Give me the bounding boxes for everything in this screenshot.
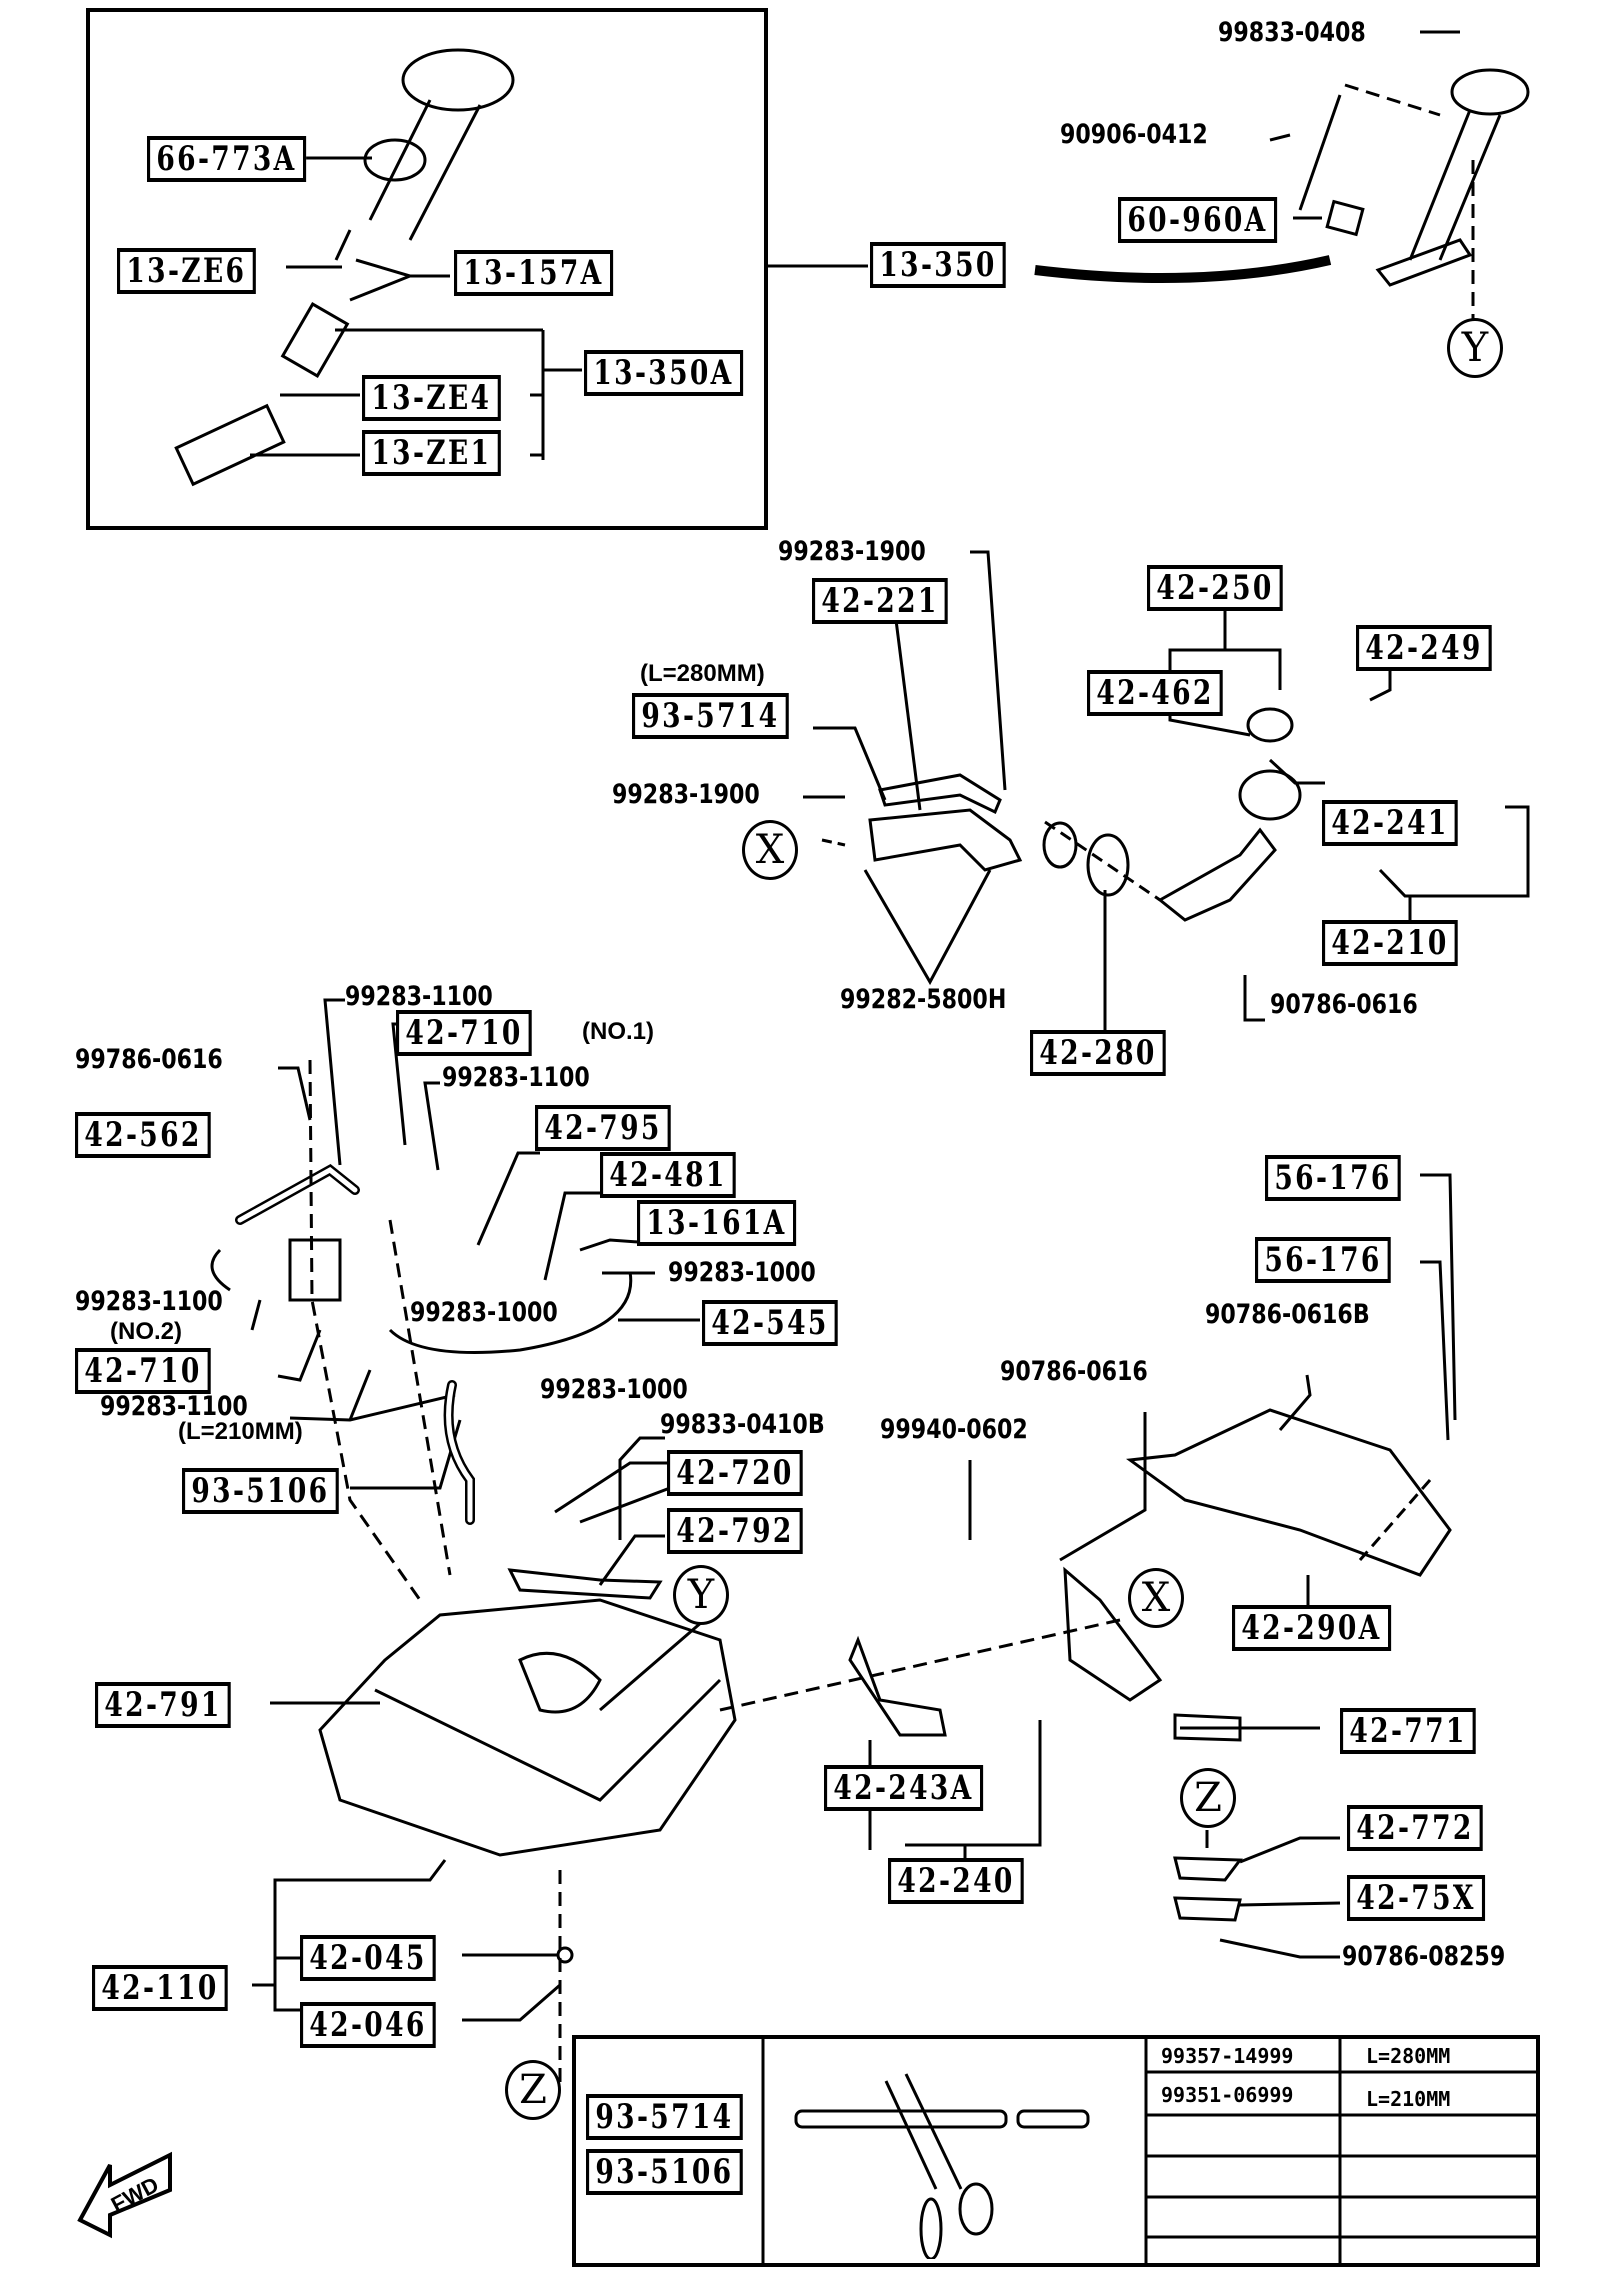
table-row-1-length: L=280MM	[1366, 2044, 1451, 2068]
marker-x-circle-bracket: X	[1128, 1568, 1184, 1628]
part-box-42-221[interactable]: 42-221	[812, 578, 949, 624]
part-box-93-5714[interactable]: 93-5714	[632, 693, 789, 739]
part-box-13-ZE4[interactable]: 13-ZE4	[362, 375, 501, 421]
marker-y-circle-tank: Y	[673, 1565, 729, 1625]
table-row-1-part: 99357-14999	[1161, 2044, 1294, 2068]
table-row-2-length: L=210MM	[1366, 2087, 1451, 2111]
part-box-42-710-no1[interactable]: 42-710	[396, 1010, 533, 1056]
part-label-99283-1000-c[interactable]: 99283-1000	[540, 1374, 688, 1405]
part-box-13-350[interactable]: 13-350	[870, 242, 1007, 288]
part-box-60-960A[interactable]: 60-960A	[1118, 197, 1277, 243]
part-label-99786-0616[interactable]: 99786-0616	[75, 1044, 223, 1075]
part-label-99282-5800H[interactable]: 99282-5800H	[840, 984, 1007, 1015]
part-box-42-280[interactable]: 42-280	[1030, 1030, 1167, 1076]
part-box-13-ZE1[interactable]: 13-ZE1	[362, 430, 501, 476]
part-box-42-462[interactable]: 42-462	[1087, 670, 1224, 716]
marker-z-circle-tank: Z	[505, 2060, 561, 2120]
note-length-210: (L=210MM)	[178, 1418, 303, 1445]
part-box-13-350A[interactable]: 13-350A	[584, 350, 743, 396]
part-box-42-045[interactable]: 42-045	[300, 1935, 437, 1981]
part-box-42-210[interactable]: 42-210	[1322, 920, 1459, 966]
fwd-arrow-icon	[77, 2151, 172, 2239]
marker-x-circle: X	[742, 820, 798, 880]
marker-y-circle: Y	[1447, 318, 1503, 378]
part-box-42-772[interactable]: 42-772	[1347, 1805, 1484, 1851]
part-box-42-110[interactable]: 42-110	[92, 1965, 229, 2011]
part-box-56-176-b[interactable]: 56-176	[1255, 1237, 1392, 1283]
note-length-280: (L=280MM)	[640, 660, 765, 687]
part-box-66-773A[interactable]: 66-773A	[147, 136, 306, 182]
part-label-90786-0616B[interactable]: 90786-0616B	[1205, 1299, 1370, 1330]
part-box-42-771[interactable]: 42-771	[1340, 1708, 1477, 1754]
scissors-hose-icon	[794, 2073, 1090, 2259]
part-box-42-046[interactable]: 42-046	[300, 2002, 437, 2048]
part-box-42-250[interactable]: 42-250	[1147, 565, 1284, 611]
part-label-99283-1900-top[interactable]: 99283-1900	[778, 536, 926, 567]
marker-z-circle-drain: Z	[1180, 1768, 1236, 1828]
part-label-99283-1000-b[interactable]: 99283-1000	[410, 1297, 558, 1328]
part-box-42-562[interactable]: 42-562	[75, 1112, 212, 1158]
part-label-99283-1900-side[interactable]: 99283-1900	[612, 779, 760, 810]
table-part-box-93-5106[interactable]: 93-5106	[586, 2149, 743, 2195]
part-label-99283-1100-c[interactable]: 99283-1100	[100, 1391, 248, 1422]
part-label-99283-1000-a[interactable]: 99283-1000	[668, 1257, 816, 1288]
part-box-42-791[interactable]: 42-791	[95, 1682, 232, 1728]
part-label-90786-0616-protector[interactable]: 90786-0616	[1000, 1356, 1148, 1387]
part-label-99283-1100-no2[interactable]: 99283-1100	[75, 1286, 223, 1317]
note-no2: (NO.2)	[110, 1318, 182, 1345]
part-box-42-75X[interactable]: 42-75X	[1347, 1875, 1486, 1921]
part-box-13-157A[interactable]: 13-157A	[454, 250, 613, 296]
part-label-90786-0616-filler[interactable]: 90786-0616	[1270, 989, 1418, 1020]
part-box-42-243A[interactable]: 42-243A	[824, 1765, 983, 1811]
part-box-42-795[interactable]: 42-795	[535, 1105, 672, 1151]
part-label-99940-0602[interactable]: 99940-0602	[880, 1414, 1028, 1445]
part-label-99283-1100-b[interactable]: 99283-1100	[442, 1062, 590, 1093]
part-box-42-792[interactable]: 42-792	[667, 1508, 804, 1554]
part-label-99833-0410B[interactable]: 99833-0410B	[660, 1409, 825, 1440]
part-label-90906-0412[interactable]: 90906-0412	[1060, 119, 1208, 150]
table-part-box-93-5714[interactable]: 93-5714	[586, 2094, 743, 2140]
inset-frame	[86, 8, 768, 530]
table-row-2-part: 99351-06999	[1161, 2083, 1294, 2107]
part-box-42-240[interactable]: 42-240	[888, 1858, 1025, 1904]
part-box-93-5106[interactable]: 93-5106	[182, 1468, 339, 1514]
note-no1: (NO.1)	[582, 1018, 654, 1045]
hose-cutting-table: 93-5714 93-5106 99357-14999 L=280MM 9935…	[572, 2035, 1540, 2267]
part-box-42-720[interactable]: 42-720	[667, 1450, 804, 1496]
flange-sketch	[401, 48, 515, 112]
part-label-99283-1100-a[interactable]: 99283-1100	[345, 981, 493, 1012]
part-box-42-241[interactable]: 42-241	[1322, 800, 1459, 846]
part-label-90786-08259[interactable]: 90786-08259	[1342, 1941, 1506, 1972]
part-box-56-176-a[interactable]: 56-176	[1265, 1155, 1402, 1201]
part-box-42-710-no2[interactable]: 42-710	[75, 1348, 212, 1394]
part-box-42-545[interactable]: 42-545	[702, 1300, 839, 1346]
part-box-42-481[interactable]: 42-481	[600, 1152, 737, 1198]
part-box-42-290A[interactable]: 42-290A	[1232, 1605, 1391, 1651]
part-box-42-249[interactable]: 42-249	[1356, 625, 1493, 671]
part-label-99833-0408[interactable]: 99833-0408	[1218, 17, 1366, 48]
part-box-13-ZE6[interactable]: 13-ZE6	[117, 248, 256, 294]
part-box-13-161A[interactable]: 13-161A	[637, 1200, 796, 1246]
